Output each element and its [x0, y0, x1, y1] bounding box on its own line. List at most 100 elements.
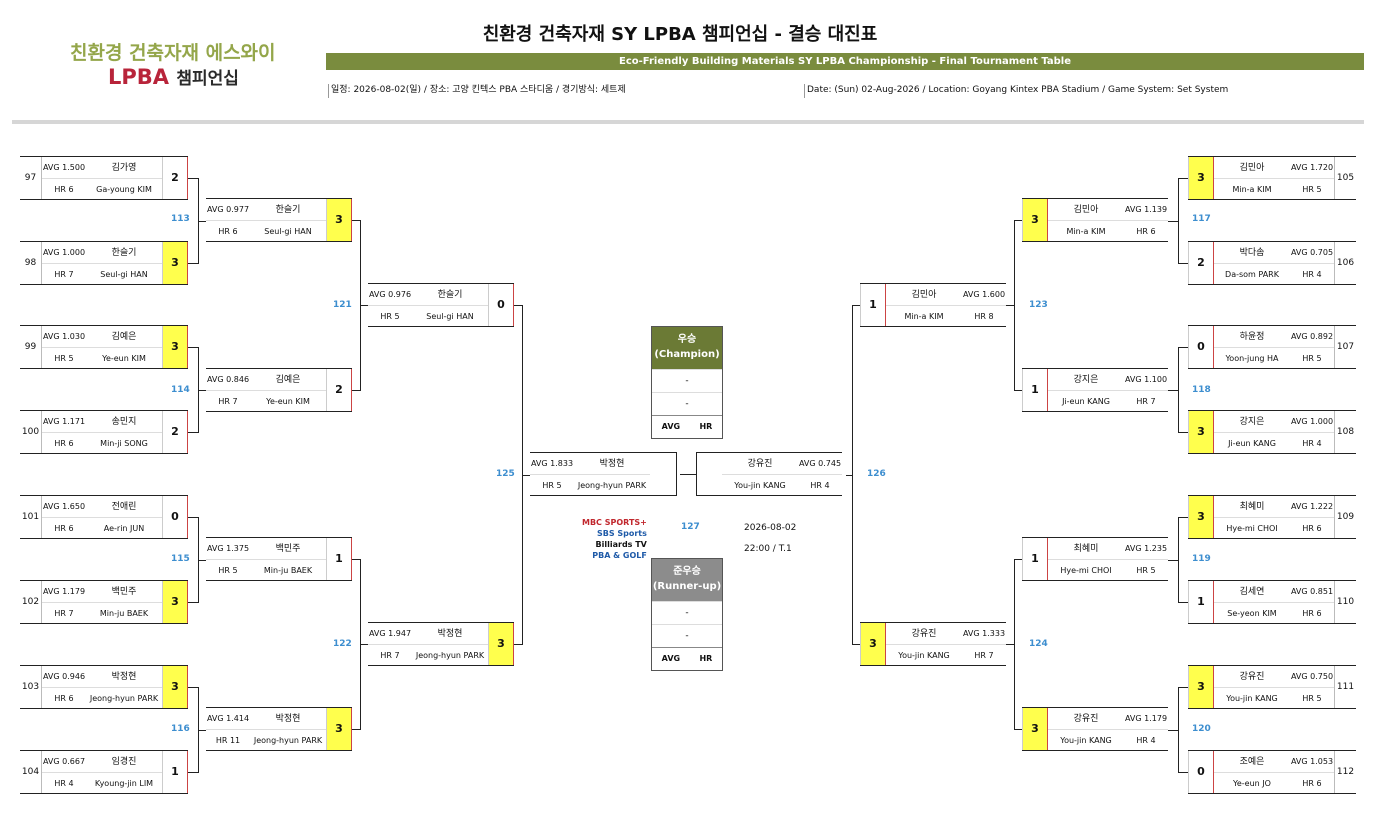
- event-info-english: Date: (Sun) 02-Aug-2026 / Location: Goya…: [804, 84, 1228, 98]
- player-name-kr: 최혜미: [1073, 544, 1099, 554]
- player-avg: AVG 0.946: [42, 672, 86, 681]
- player-name-en: Ye-eun KIM: [86, 347, 162, 369]
- player-score: 1: [1188, 581, 1214, 623]
- bracket-line: [1178, 687, 1188, 688]
- player-score: 3: [1188, 496, 1214, 538]
- champion-name-kr: -: [652, 369, 722, 392]
- seed-number: 109: [1334, 496, 1356, 538]
- player-hr: HR 5: [1290, 347, 1334, 369]
- player-avg: AVG 1.171: [42, 417, 86, 426]
- player-name-kr: 박정현: [437, 629, 463, 639]
- player-name-en: Ji-eun KANG: [1214, 432, 1290, 454]
- bracket-line: [188, 347, 198, 348]
- player-score: 2: [162, 411, 188, 453]
- player-hr: HR 5: [206, 559, 250, 581]
- bracket-line: [1178, 347, 1188, 348]
- player-name-kr: 김가영: [111, 163, 137, 173]
- match-number: 119: [1192, 554, 1211, 564]
- bracket-line: [1014, 729, 1022, 730]
- logo-title: 친환경 건축자재 에스와이: [70, 42, 276, 64]
- bracket-line: [360, 305, 368, 306]
- seed-number: 107: [1334, 326, 1356, 368]
- seed-number: 102: [20, 581, 42, 623]
- player-name-kr: 박정현: [111, 672, 137, 682]
- bracket-line: [352, 729, 360, 730]
- page-title: 친환경 건축자재 SY LPBA 챔피언십 - 결승 대진표: [482, 24, 878, 45]
- player-name-en: Kyoung-jin LIM: [86, 772, 162, 794]
- player-score: 3: [1188, 157, 1214, 199]
- player-name-kr: 박정현: [599, 459, 625, 469]
- player-name-en: You-jin KANG: [886, 644, 962, 666]
- bracket-line: [188, 602, 198, 603]
- bracket-line: [1014, 559, 1022, 560]
- player-name-en: Min-a KIM: [1048, 220, 1124, 242]
- player-score: 2: [1188, 242, 1214, 284]
- seed-number: 99: [20, 326, 42, 368]
- player-score: 3: [162, 242, 188, 284]
- player-score: 1: [1022, 369, 1048, 411]
- player-name-kr: 한슬기: [437, 290, 463, 300]
- player-score: 3: [1188, 411, 1214, 453]
- player-hr: HR 6: [42, 178, 86, 200]
- player-name-en: You-jin KANG: [722, 474, 798, 496]
- player-name-kr: 강지은: [1239, 417, 1265, 427]
- bracket-line: [514, 305, 522, 306]
- player-score: 1: [326, 538, 352, 580]
- player-avg: AVG 1.100: [1124, 375, 1168, 384]
- bracket-line: [1006, 305, 1014, 306]
- match-number: 124: [1029, 639, 1048, 649]
- seed-number: 111: [1334, 666, 1356, 708]
- player-hr: HR 8: [962, 305, 1006, 327]
- player-score: 0: [162, 496, 188, 538]
- player-name-kr: 한슬기: [275, 205, 301, 215]
- player-score: 3: [162, 581, 188, 623]
- player-score: 3: [162, 326, 188, 368]
- player-score: 3: [162, 666, 188, 708]
- bracket-line: [696, 452, 697, 496]
- match-number: 125: [496, 469, 515, 479]
- bracket-line: [1014, 390, 1022, 391]
- match-number: 114: [171, 385, 190, 395]
- bracket-line: [198, 729, 206, 731]
- match-number: 118: [1192, 385, 1211, 395]
- player-name-en: Hye-mi CHOI: [1048, 559, 1124, 581]
- seed-number: 98: [20, 242, 42, 284]
- player-score: 2: [162, 157, 188, 199]
- match-number: 127: [681, 522, 700, 532]
- seed-number: 106: [1334, 242, 1356, 284]
- player-name-kr: 김민아: [911, 290, 937, 300]
- player-name-en: You-jin KANG: [1048, 729, 1124, 751]
- player-avg: AVG 1.947: [368, 629, 412, 638]
- player-name-kr: 강유진: [1239, 672, 1265, 682]
- bracket-line: [352, 390, 360, 391]
- champion-name-en: -: [652, 392, 722, 415]
- player-avg: AVG 0.846: [206, 375, 250, 384]
- player-name-kr: 임경진: [111, 757, 137, 767]
- bracket-line: [352, 220, 360, 221]
- player-score: 3: [1022, 708, 1048, 750]
- player-avg: AVG 1.179: [1124, 714, 1168, 723]
- runnerup-name-en: -: [652, 624, 722, 647]
- player-name-kr: 한슬기: [111, 248, 137, 258]
- player-score: 3: [326, 199, 352, 241]
- player-avg: AVG 1.500: [42, 163, 86, 172]
- bracket-line: [1168, 729, 1178, 731]
- match-number: 117: [1192, 214, 1211, 224]
- match-number: 120: [1192, 724, 1211, 734]
- player-hr: HR 6: [1290, 602, 1334, 624]
- bracket-line: [360, 644, 368, 645]
- player-score: 3: [1188, 666, 1214, 708]
- player-avg: AVG 0.892: [1290, 332, 1334, 341]
